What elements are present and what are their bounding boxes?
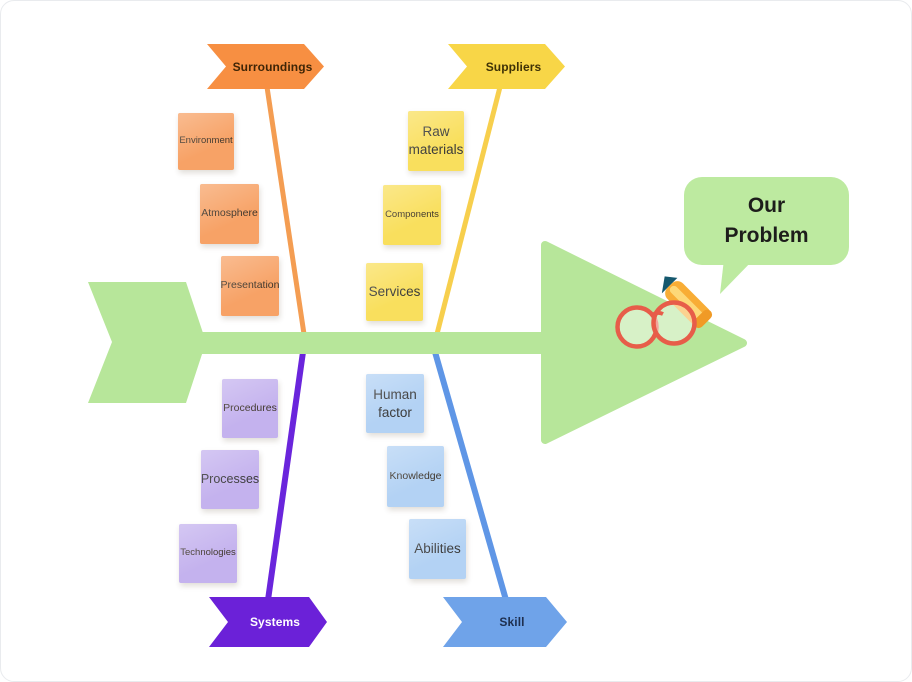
note-knowledge[interactable]: Knowledge [387,446,444,507]
note-services[interactable]: Services [366,263,423,321]
branch-line-skill [432,351,509,601]
problem-bubble-text: Our Problem [724,193,809,247]
spine-shaft [201,332,543,354]
arrow-surroundings[interactable] [207,44,324,89]
note-processes[interactable]: Processes [201,450,259,509]
arrow-skill[interactable] [443,597,567,647]
note-human-factor[interactable]: Human factor [366,374,424,433]
pencil-icon[interactable] [655,271,714,330]
arrow-systems[interactable] [209,597,327,647]
note-atmosphere[interactable]: Atmosphere [200,184,259,244]
label-suppliers[interactable]: Suppliers [485,59,542,74]
bubble-tail [720,259,754,294]
branch-line-systems [265,351,306,601]
spine-tail [88,282,206,403]
label-surroundings[interactable]: Surroundings [232,59,313,74]
glasses-left-lens [615,305,659,349]
bubble-body [684,177,849,265]
label-systems[interactable]: Systems [249,615,301,629]
label-skill[interactable]: Skill [499,615,525,629]
problem-bubble[interactable] [684,177,849,294]
spine-head [541,241,747,444]
pencil-cap [693,309,713,329]
glasses-icon[interactable] [615,300,697,349]
note-technologies[interactable]: Technologies [179,524,237,583]
branch-line-surroundings [264,86,307,335]
problem-bubble-label[interactable]: Our Problem [684,177,849,265]
note-abilities[interactable]: Abilities [409,519,466,579]
glasses-bridge [649,310,664,318]
note-procedures[interactable]: Procedures [222,379,278,438]
pencil-tip [661,276,678,294]
branch-line-suppliers [434,86,503,335]
note-presentation[interactable]: Presentation [221,256,279,316]
note-components[interactable]: Components [383,185,441,245]
arrow-suppliers[interactable] [448,44,565,89]
glasses-right-lens [651,300,697,346]
pencil-stripe [669,285,707,323]
note-environment[interactable]: Environment [178,113,234,170]
note-raw-materials[interactable]: Raw materials [408,111,464,171]
